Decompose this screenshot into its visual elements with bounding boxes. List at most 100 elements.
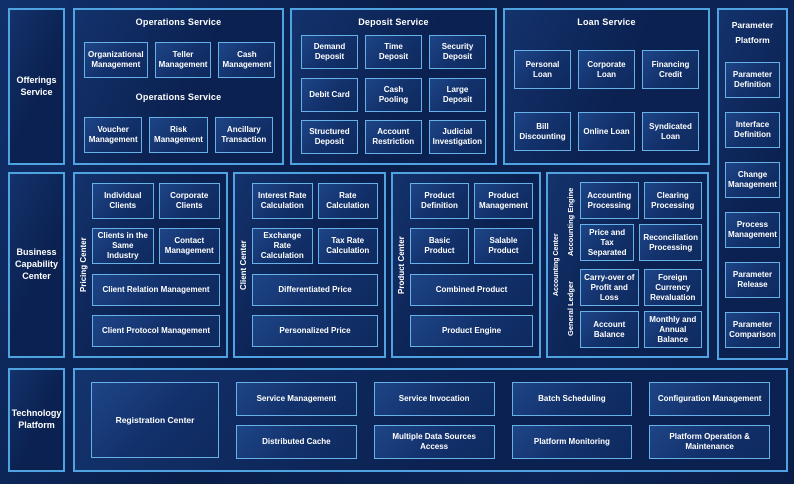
general-ledger-grid: Carry-over of Profit and Loss Foreign Cu…: [580, 269, 702, 348]
box-configuration-management: Configuration Management: [649, 381, 770, 416]
pricing-row-2: Clients in the Same Industry Contact Man…: [92, 228, 220, 265]
box-batch-scheduling: Batch Scheduling: [511, 381, 633, 416]
client-center-panel: Client Center Interest Rate Calculation …: [233, 172, 386, 358]
box-registration-center: Registration Center: [91, 382, 219, 458]
tech-column-1: Service Management Distributed Cache: [236, 381, 357, 459]
product-center-panel: Product Center Product Definition Produc…: [391, 172, 541, 358]
box-client-relation-management: Client Relation Management: [92, 273, 220, 306]
box-teller-management: Teller Management: [154, 41, 212, 78]
accounting-center-label: Accounting Center: [553, 233, 560, 297]
box-time-deposit: Time Deposit: [365, 35, 422, 70]
accounting-engine-grid: Accounting Processing Clearing Processin…: [580, 182, 702, 261]
tech-column-4: Configuration Management Platform Operat…: [649, 381, 770, 459]
box-voucher-management: Voucher Management: [84, 116, 143, 153]
pricing-row-1: Individual Clients Corporate Clients: [92, 183, 220, 219]
box-cash-management: Cash Management: [218, 41, 276, 78]
loan-row-2: Bill Discounting Online Loan Syndicated …: [514, 112, 699, 151]
general-ledger-row-2: Account Balance Monthly and Annual Balan…: [580, 311, 702, 348]
box-change-management: Change Management: [725, 162, 780, 199]
product-row-1: Product Definition Product Management: [410, 183, 533, 219]
general-ledger-label: General Ledger: [566, 280, 575, 337]
box-debit-card: Debit Card: [301, 77, 358, 112]
box-structured-deposit: Structured Deposit: [301, 119, 358, 154]
tech-column-3: Batch Scheduling Platform Monitoring: [511, 381, 633, 459]
accounting-engine-label: Accounting Engine: [566, 187, 575, 256]
loan-service-title: Loan Service: [577, 17, 636, 27]
box-accounting-processing: Accounting Processing: [580, 182, 639, 219]
box-platform-operation-maintenance: Platform Operation & Maintenance: [649, 424, 770, 459]
box-online-loan: Online Loan: [578, 112, 635, 151]
technology-platform-rail: Technology Platform: [8, 368, 65, 472]
box-parameter-definition: Parameter Definition: [725, 62, 780, 99]
box-demand-deposit: Demand Deposit: [301, 35, 358, 70]
box-foreign-currency-revaluation: Foreign Currency Revaluation: [643, 269, 702, 306]
general-ledger-group: General Ledger Carry-over of Profit and …: [564, 269, 702, 348]
box-interest-rate-calculation: Interest Rate Calculation: [252, 183, 313, 219]
operations-service-panel: Operations Service Organizational Manage…: [73, 8, 284, 165]
accounting-engine-row-2: Price and Tax Separated Reconciliation P…: [580, 224, 702, 261]
general-ledger-row-1: Carry-over of Profit and Loss Foreign Cu…: [580, 269, 702, 306]
box-monthly-and-annual-balance: Monthly and Annual Balance: [643, 311, 702, 348]
box-financing-credit: Financing Credit: [642, 50, 699, 89]
box-ancillary-transaction: Ancillary Transaction: [214, 116, 273, 153]
box-personalized-price: Personalized Price: [252, 314, 378, 347]
box-personal-loan: Personal Loan: [514, 50, 571, 89]
box-service-invocation: Service Invocation: [373, 381, 495, 416]
box-parameter-comparison: Parameter Comparison: [725, 311, 780, 348]
client-center-label: Client Center: [239, 240, 248, 290]
technology-platform-label: Technology Platform: [11, 408, 62, 430]
box-platform-monitoring: Platform Monitoring: [511, 424, 633, 459]
box-security-deposit: Security Deposit: [429, 35, 486, 70]
technology-platform-panel: Registration Center Service Management D…: [73, 368, 788, 472]
box-process-management: Process Management: [725, 212, 780, 249]
box-individual-clients: Individual Clients: [92, 183, 154, 219]
box-price-and-tax-separated: Price and Tax Separated: [580, 224, 635, 261]
client-row-1: Interest Rate Calculation Rate Calculati…: [252, 183, 378, 219]
offerings-service-label: Offerings Service: [16, 74, 57, 97]
product-center-label: Product Center: [397, 236, 406, 294]
accounting-center-panel: Accounting Center Accounting Engine Acco…: [546, 172, 709, 358]
box-contact-management: Contact Management: [158, 228, 220, 265]
operations-service-title: Operations Service: [135, 17, 222, 27]
operations-row-2: Voucher Management Risk Management Ancil…: [84, 116, 273, 153]
deposit-service-title: Deposit Service: [358, 17, 429, 27]
box-reconciliation-processing: Reconciliation Processing: [639, 224, 702, 261]
box-tax-rate-calculation: Tax Rate Calculation: [317, 228, 378, 265]
box-account-balance: Account Balance: [580, 311, 639, 348]
tech-column-2: Service Invocation Multiple Data Sources…: [373, 381, 495, 459]
deposit-row-1: Demand Deposit Time Deposit Security Dep…: [301, 35, 486, 70]
box-account-restriction: Account Restriction: [364, 119, 422, 154]
box-product-management: Product Management: [474, 183, 533, 219]
parameter-platform-panel: Parameter Platform Parameter Definition …: [717, 8, 788, 360]
loan-service-panel: Loan Service Personal Loan Corporate Loa…: [503, 8, 710, 165]
box-risk-management: Risk Management: [149, 116, 208, 153]
client-row-2: Exchange Rate Calculation Tax Rate Calcu…: [252, 228, 378, 265]
box-syndicated-loan: Syndicated Loan: [642, 112, 699, 151]
box-interface-definition: Interface Definition: [725, 112, 780, 149]
box-cash-pooling: Cash Pooling: [365, 77, 422, 112]
box-clearing-processing: Clearing Processing: [643, 182, 702, 219]
box-combined-product: Combined Product: [410, 273, 533, 306]
box-clients-in-the-same-industry: Clients in the Same Industry: [92, 228, 154, 265]
box-product-definition: Product Definition: [410, 183, 469, 219]
box-organizational-management: Organizational Management: [84, 41, 148, 78]
pricing-center-body: Individual Clients Corporate Clients Cli…: [92, 183, 220, 347]
deposit-row-3: Structured Deposit Account Restriction J…: [301, 119, 486, 154]
operations-row-1: Organizational Management Teller Managem…: [84, 41, 276, 78]
pricing-center-label: Pricing Center: [79, 237, 88, 293]
box-carry-over-of-profit-and-loss: Carry-over of Profit and Loss: [580, 269, 639, 306]
box-distributed-cache: Distributed Cache: [236, 424, 357, 459]
offerings-service-rail: Offerings Service: [8, 8, 65, 165]
box-basic-product: Basic Product: [410, 228, 469, 265]
pricing-center-panel: Pricing Center Individual Clients Corpor…: [73, 172, 228, 358]
box-salable-product: Salable Product: [474, 228, 533, 265]
business-capability-center-label: Business Capability Center: [14, 247, 58, 281]
box-corporate-clients: Corporate Clients: [158, 183, 220, 219]
box-service-management: Service Management: [236, 381, 357, 416]
deposit-row-2: Debit Card Cash Pooling Large Deposit: [301, 77, 486, 112]
box-parameter-release: Parameter Release: [725, 262, 780, 299]
box-rate-calculation: Rate Calculation: [317, 183, 378, 219]
box-product-engine: Product Engine: [410, 314, 533, 347]
parameter-platform-title: Parameter Platform: [731, 20, 774, 46]
